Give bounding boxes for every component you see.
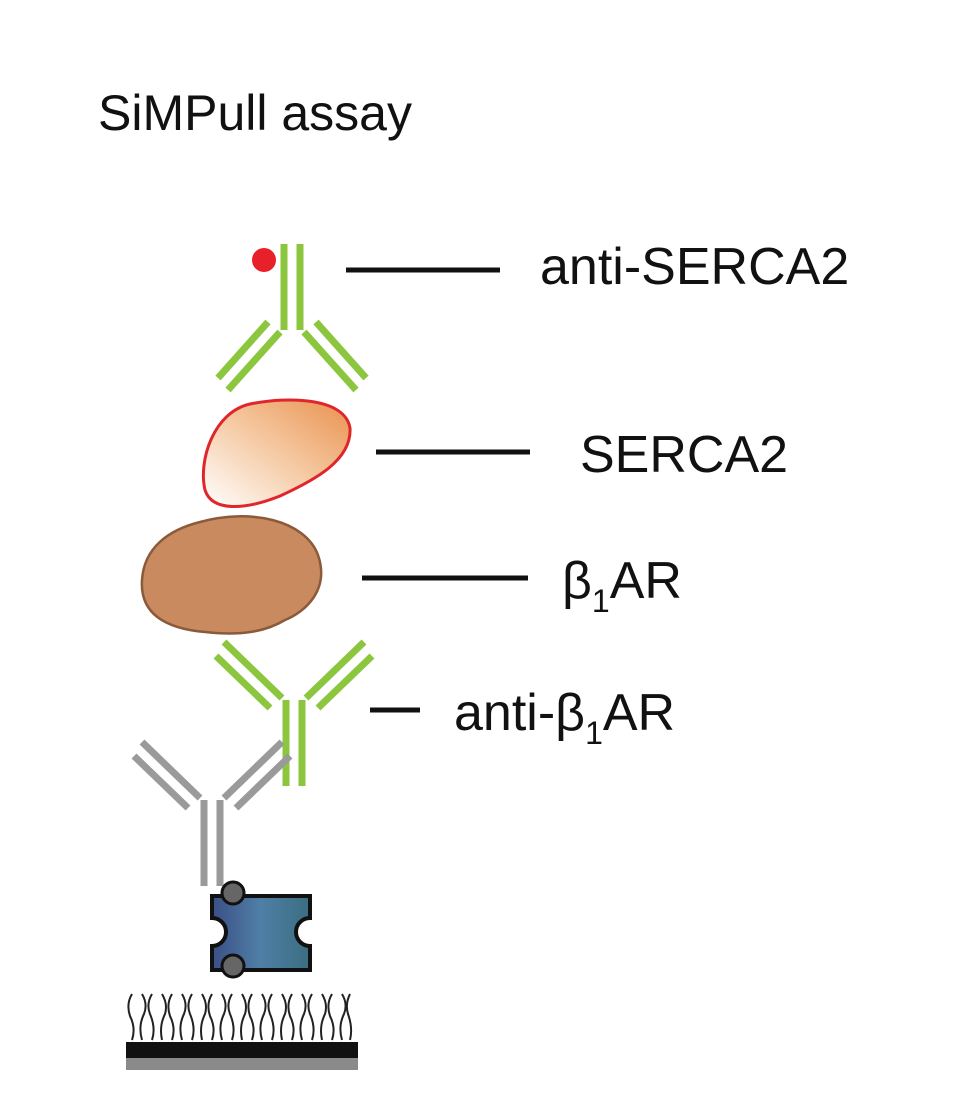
label-anti-beta1ar-subscript: 1 (585, 715, 603, 751)
label-beta1ar-suffix: AR (610, 552, 682, 610)
label-anti-serca2: anti-SERCA2 (540, 238, 849, 296)
serca2-protein (201, 398, 352, 508)
label-anti-beta1ar: anti-β1AR (454, 684, 675, 751)
label-anti-beta1ar-prefix: anti-β (454, 684, 585, 742)
label-beta1ar-prefix: β (562, 552, 592, 610)
capture-antibody (131, 739, 293, 886)
peg-surface (126, 993, 358, 1070)
anti-beta1ar-antibody (213, 639, 375, 786)
anti-serca2-antibody (215, 244, 369, 393)
anchor-block (210, 880, 312, 979)
diagram-title: SiMPull assay (98, 85, 412, 141)
label-beta1ar: β1AR (562, 552, 682, 619)
glass-surface (126, 1042, 358, 1058)
label-anti-beta1ar-suffix: AR (603, 684, 675, 742)
label-serca2: SERCA2 (580, 426, 788, 484)
fluorophore-dot (252, 248, 276, 272)
beta1ar-protein (140, 515, 323, 635)
peg-brush (127, 993, 353, 1041)
label-beta1ar-subscript: 1 (592, 583, 610, 619)
